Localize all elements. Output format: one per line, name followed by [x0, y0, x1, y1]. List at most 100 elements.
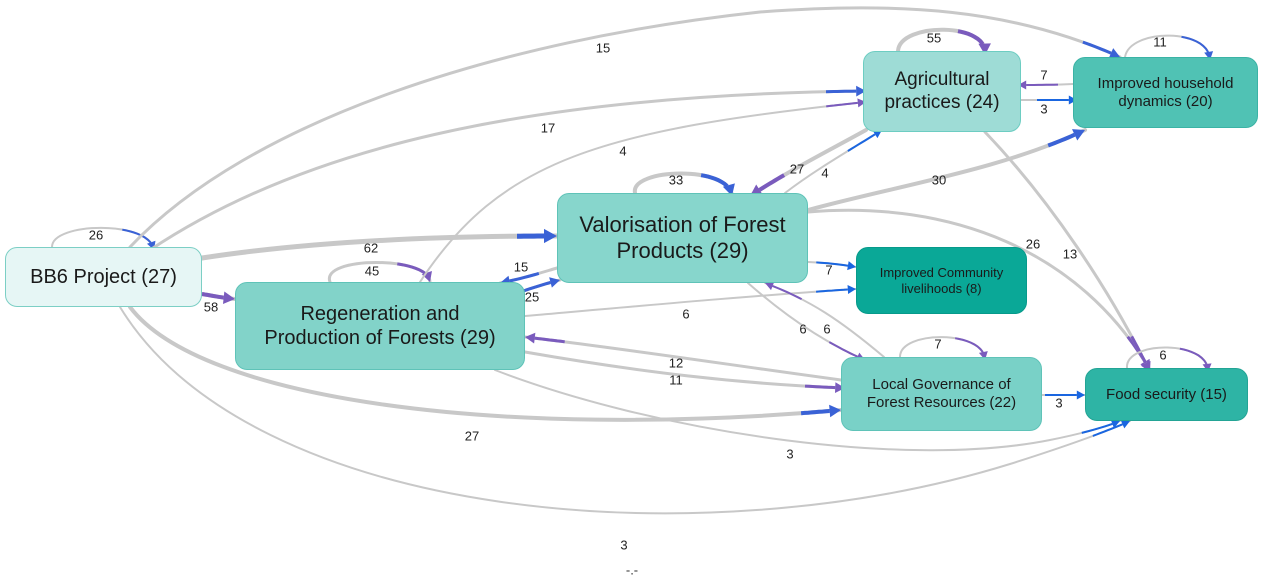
- edge-label-regen-to-agri: 4: [619, 143, 627, 159]
- edge-label-bb6-self: 26: [88, 227, 104, 243]
- edge-regen-self: [328, 261, 432, 284]
- edge-label-valor-to-household: 30: [931, 172, 947, 188]
- edge-regen-governance: [523, 350, 847, 390]
- edge-governance-valor-arrowhead: [765, 281, 775, 291]
- edge-label-valor-to-food: 26: [1025, 236, 1041, 252]
- edge-regen-food-tail: [1081, 422, 1113, 434]
- edge-label-agri-to-household: 3: [1040, 101, 1048, 117]
- edge-label-valor-to-governance: 6: [799, 321, 807, 337]
- edge-label-bb6-to-regen: 58: [203, 299, 219, 315]
- edge-label-governance-to-food: 3: [1055, 395, 1063, 411]
- edge-valor-household-arrowhead: [1072, 129, 1085, 141]
- edge-label-regen-to-governance: 11: [669, 372, 683, 388]
- edge-governance-self-tail: [954, 337, 984, 353]
- edge-regen-governance-arrowhead: [834, 382, 845, 393]
- node-regeneration-forests[interactable]: Regeneration and Production of Forests (…: [235, 282, 525, 370]
- node-local-governance[interactable]: Local Governance of Forest Resources (22…: [841, 357, 1042, 431]
- edge-label-valor-to-agri: 4: [821, 165, 829, 181]
- edge-bb6-agri-tail: [825, 89, 857, 94]
- edge-regen-community-arrowhead: [847, 285, 856, 295]
- edge-governance-valor-tail: [772, 285, 803, 300]
- edge-regen-agri-arrowhead: [857, 98, 866, 108]
- edge-bb6-agri: [148, 89, 868, 252]
- edge-label-agri-to-food: 13: [1062, 246, 1078, 262]
- edge-label-bb6-to-valor: 62: [363, 240, 379, 256]
- node-bb6-project-label: BB6 Project (27): [30, 266, 177, 288]
- edge-valor-household-tail: [1047, 132, 1076, 148]
- edge-governance-food-arrowhead: [1076, 390, 1085, 400]
- edge-bb6-self-tail: [122, 228, 152, 244]
- node-improved-household-dynamics[interactable]: Improved household dynamics (20): [1073, 57, 1258, 128]
- edge-label-bb6-to-household: 15: [595, 40, 611, 56]
- edge-label-regen-to-food: 3: [786, 446, 794, 462]
- node-agricultural-practices-label: Agricultural practices (24): [884, 68, 1000, 113]
- edge-label-regen-to-valor: 25: [524, 289, 540, 305]
- edges-layer: [51, 6, 1214, 515]
- edge-label-regen-self: 45: [364, 263, 380, 279]
- edge-bb6-governance-tail: [800, 409, 830, 416]
- edge-food-self-arrowhead: [1202, 363, 1212, 372]
- edge-regen-food-arrowhead: [1110, 419, 1120, 429]
- edge-bb6-household-arrowhead: [1108, 48, 1120, 58]
- edge-label-food-self: 6: [1159, 347, 1167, 363]
- node-regeneration-forests-label: Regeneration and Production of Forests (…: [264, 303, 496, 349]
- edge-label-household-self: 11: [1153, 34, 1167, 50]
- node-valorisation-forest-products[interactable]: Valorisation of Forest Products (29): [557, 193, 808, 283]
- edge-bb6-household: [128, 6, 1122, 249]
- edge-household-agri-arrowhead: [1018, 80, 1027, 90]
- edge-governance-regen-arrowhead: [525, 332, 536, 344]
- edge-regen-self-tail: [397, 262, 427, 275]
- edge-bb6-governance-arrowhead: [829, 404, 841, 418]
- edge-agri-household-arrowhead: [1068, 95, 1077, 105]
- node-food-security[interactable]: Food security (15): [1085, 368, 1248, 421]
- edge-household-self-arrowhead: [1204, 51, 1214, 60]
- node-food-security-label: Food security (15): [1106, 385, 1227, 403]
- edge-governance-regen-tail: [534, 336, 565, 344]
- node-agricultural-practices[interactable]: Agricultural practices (24): [863, 51, 1021, 132]
- edge-bb6-regen-tail: [201, 292, 224, 300]
- edge-valor-community-tail: [816, 261, 849, 267]
- edge-label-governance-self: 7: [934, 336, 942, 352]
- edge-bb6-governance: [128, 305, 843, 422]
- edge-valor-agri-arrowhead: [872, 130, 882, 139]
- edge-valor-regen-tail: [509, 271, 540, 283]
- edge-label-valor-to-community: 7: [825, 262, 833, 278]
- edge-label-agri-self: 55: [926, 30, 942, 46]
- edge-bb6-food-arrowhead: [1120, 420, 1130, 429]
- node-improved-community-livelihoods-label: Improved Community livelihoods (8): [879, 264, 1004, 296]
- edge-label-household-to-agri: 7: [1040, 67, 1048, 83]
- edge-valor-food: [806, 208, 1152, 372]
- edge-label-valor-to-regen: 15: [513, 259, 529, 275]
- edge-bb6-household-tail: [1082, 40, 1112, 55]
- edge-regen-agri-tail: [826, 101, 858, 108]
- node-local-governance-label: Local Governance of Forest Resources (22…: [866, 376, 1017, 411]
- edge-label-bb6-to-agri: 17: [540, 120, 556, 136]
- edge-label-governance-to-regen: 12: [668, 355, 684, 371]
- edge-agri-valor-tail: [758, 173, 786, 192]
- node-bb6-project[interactable]: BB6 Project (27): [5, 247, 202, 307]
- edge-household-self-tail: [1181, 35, 1209, 53]
- node-improved-community-livelihoods[interactable]: Improved Community livelihoods (8): [856, 247, 1027, 314]
- edge-regen-agri: [419, 101, 867, 283]
- edge-bb6-food-tail: [1092, 423, 1123, 437]
- edge-bb6-valor: [199, 233, 560, 261]
- edge-bb6-regen-arrowhead: [222, 291, 235, 305]
- node-improved-household-dynamics-label: Improved household dynamics (20): [1097, 74, 1234, 110]
- edge-valor-household: [806, 128, 1087, 212]
- edge-label-regen-to-community: 6: [682, 306, 690, 322]
- edge-regen-valor-tail: [521, 281, 551, 293]
- edge-agri-self-tail: [957, 29, 985, 46]
- edge-bb6-food: [119, 306, 1131, 515]
- edge-food-self-tail: [1179, 347, 1208, 365]
- edge-valor-governance-tail: [828, 341, 858, 358]
- edge-valor-community-arrowhead: [847, 261, 856, 271]
- edge-regen-governance-tail: [804, 384, 836, 390]
- edge-label-valor-self: 33: [668, 172, 684, 188]
- edge-bb6-agri-arrowhead: [856, 85, 866, 97]
- footer-text: -.-: [625, 562, 639, 578]
- edge-valor-self-tail: [700, 173, 729, 188]
- edge-regen-valor-arrowhead: [549, 277, 560, 288]
- edge-label-bb6-to-governance: 27: [464, 428, 480, 444]
- edge-regen-community-tail: [816, 288, 848, 293]
- edge-label-governance-to-valor: 6: [823, 321, 831, 337]
